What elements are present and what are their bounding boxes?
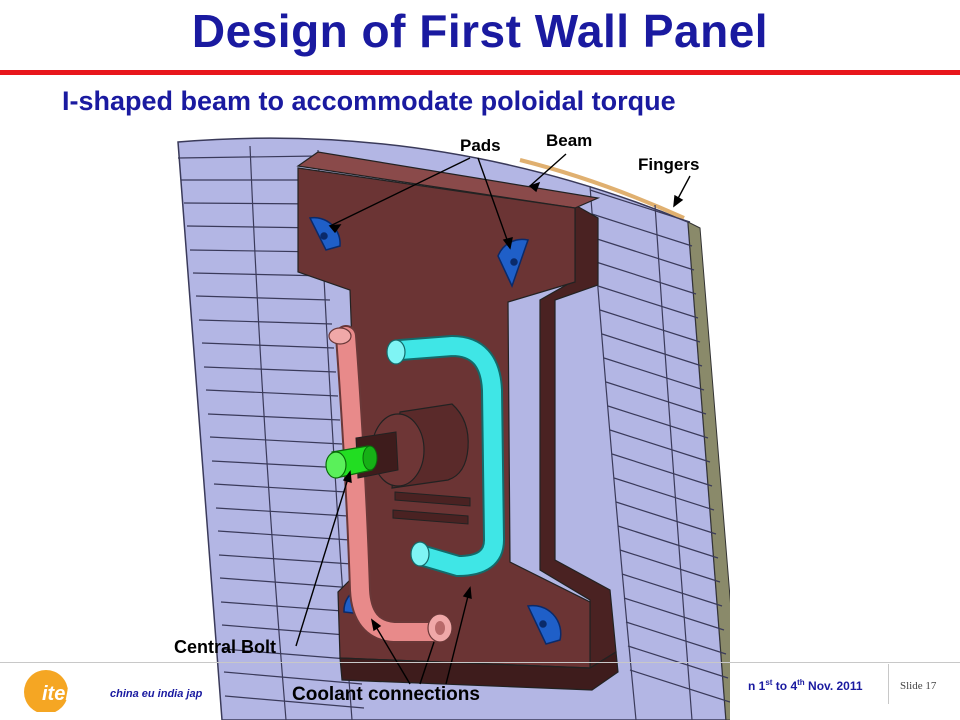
title-divider (0, 70, 960, 75)
label-beam: Beam (546, 131, 592, 150)
label-central-bolt: Central Bolt (174, 637, 276, 657)
iter-members: china eu india jap (110, 688, 203, 700)
central-bolt (325, 403, 469, 489)
coolant-pipe-cyan (386, 334, 506, 578)
iter-logo: iter (12, 668, 112, 717)
slide-number: Slide 17 (900, 680, 937, 692)
footer-date: n 1st to 4th Nov. 2011 (748, 678, 863, 693)
page-title: Design of First Wall Panel (191, 5, 769, 57)
svg-text:iter: iter (42, 683, 74, 705)
page-subtitle: I-shaped beam to accommodate poloidal to… (62, 86, 676, 116)
footer-divider (0, 662, 960, 663)
leader-lines (295, 153, 691, 685)
label-pads: Pads (460, 136, 501, 155)
label-coolant-connections: Coolant connections (292, 684, 480, 705)
label-fingers: Fingers (638, 155, 699, 174)
footer-separator (888, 664, 889, 704)
